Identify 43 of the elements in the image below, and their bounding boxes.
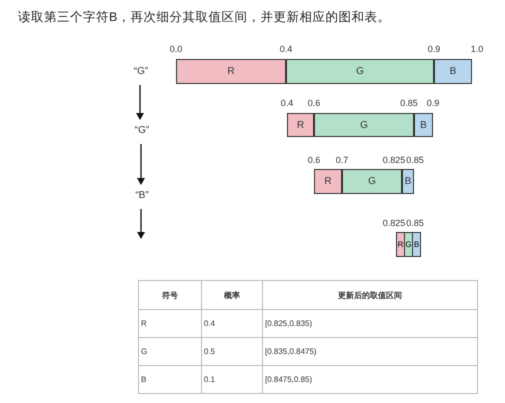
tick-value: 0.9	[428, 44, 440, 54]
table-cell-text: [0.825,0.835)	[264, 319, 312, 328]
interval-segment: B	[414, 113, 433, 137]
interval-segment: B	[412, 232, 421, 257]
interval-segment: B	[402, 169, 414, 194]
interval-segment: R	[176, 59, 286, 84]
symbol-label: “G”	[134, 66, 148, 77]
arrow	[137, 209, 145, 239]
arrow	[137, 144, 145, 185]
arrow	[136, 85, 144, 120]
table-cell-text: G	[141, 347, 148, 356]
tick-value: 0.6	[308, 98, 320, 108]
table-cell-text: R	[141, 319, 147, 328]
column-header: 符号	[162, 290, 178, 300]
table-cell-text: 0.4	[204, 319, 215, 328]
column-header: 概率	[224, 290, 240, 300]
table-cell-text: [0.835,0.8475)	[264, 347, 317, 356]
tick-value: 0.85	[406, 218, 424, 228]
tick-value: 0.6	[308, 155, 320, 165]
tick-value: 0.0	[170, 44, 182, 54]
heading: 读取第三个字符B，再次细分其取值区间，并更新相应的图和表。	[18, 9, 390, 26]
table-cell-text: B	[141, 375, 146, 384]
symbol-label: “G”	[134, 125, 150, 136]
table-cell-text: [0.8475,0.85)	[264, 375, 312, 384]
interval-segment: R	[314, 169, 342, 194]
interval-segment: R	[287, 113, 314, 137]
tick-value: 0.825	[382, 155, 406, 165]
tick-value: 1.0	[470, 44, 484, 54]
interval-segment: G	[286, 59, 434, 84]
symbol-label: “B”	[135, 190, 149, 201]
table-cell-text: 0.5	[204, 347, 215, 356]
table-cell-text: 0.1	[204, 375, 215, 384]
tick-value: 0.85	[406, 155, 424, 165]
tick-value: 0.85	[400, 98, 418, 108]
tick-value: 0.825	[382, 218, 406, 228]
interval-segment: G	[314, 113, 414, 137]
column-header: 更新后的取值区间	[338, 290, 402, 300]
tick-value: 0.4	[280, 98, 294, 108]
tick-value: 0.4	[280, 44, 292, 54]
tick-value: 0.7	[336, 155, 348, 165]
tick-value: 0.9	[426, 98, 440, 108]
interval-segment: G	[342, 169, 402, 194]
interval-segment: B	[434, 59, 472, 84]
